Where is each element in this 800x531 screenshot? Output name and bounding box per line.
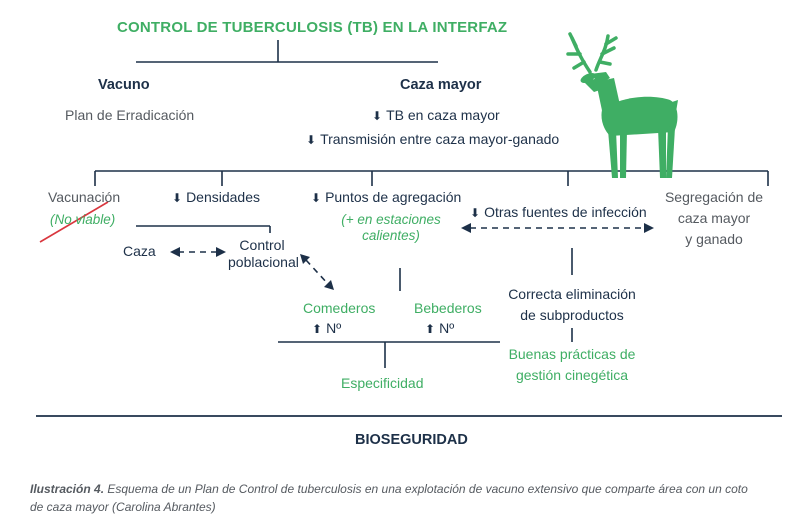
- down-arrow-icon: ⬇: [311, 191, 322, 205]
- down-arrow-icon: ⬇: [470, 206, 481, 220]
- puntos-note: (+ en estaciones calientes): [341, 212, 441, 244]
- correcta-eliminacion-node: Correcta eliminación de subproductos: [508, 286, 636, 323]
- up-arrow-icon: ⬆: [312, 322, 323, 336]
- comederos-count: ⬆Nº: [312, 320, 342, 336]
- control-poblacional-node: Control poblacional: [228, 237, 299, 270]
- caza-mayor-item-transmision: ⬇Transmisión entre caza mayor-ganado: [306, 131, 560, 147]
- deer-icon: [566, 32, 678, 178]
- vacunacion-label: Vacunación: [48, 189, 121, 205]
- bebederos-count: ⬆Nº: [425, 320, 455, 336]
- up-arrow-icon: ⬆: [425, 322, 436, 336]
- caption-prefix: Ilustración 4.: [30, 482, 105, 496]
- densidades-label: ⬇Densidades: [172, 189, 260, 205]
- segregacion-label: Segregación de caza mayor y ganado: [664, 189, 764, 247]
- caza-mayor-label: Caza mayor: [400, 77, 482, 93]
- caza-mayor-item-tb: ⬇TB en caza mayor: [372, 107, 500, 123]
- buenas-practicas-node: Buenas prácticas de gestión cinegética: [508, 346, 636, 383]
- puntos-agregacion-label: ⬇Puntos de agregación: [311, 189, 462, 205]
- comederos-label: Comederos: [303, 300, 376, 316]
- otras-fuentes-label: ⬇Otras fuentes de infección: [470, 204, 647, 220]
- vacunacion-note: (No viable): [50, 212, 116, 227]
- down-arrow-icon: ⬇: [372, 109, 383, 123]
- down-arrow-icon: ⬇: [306, 133, 317, 147]
- bebederos-label: Bebederos: [414, 300, 482, 316]
- bioseguridad-label: BIOSEGURIDAD: [355, 432, 468, 448]
- especificidad-label: Especificidad: [341, 375, 424, 391]
- diagram-title: CONTROL DE TUBERCULOSIS (TB) EN LA INTER…: [117, 19, 508, 36]
- down-arrow-icon: ⬇: [172, 191, 183, 205]
- vacuno-plan: Plan de Erradicación: [65, 107, 195, 123]
- caption-text: Esquema de un Plan de Control de tubercu…: [30, 482, 748, 514]
- figure-caption: Ilustración 4. Esquema de un Plan de Con…: [30, 480, 760, 516]
- caza-node: Caza: [123, 243, 156, 259]
- vacuno-label: Vacuno: [98, 77, 150, 93]
